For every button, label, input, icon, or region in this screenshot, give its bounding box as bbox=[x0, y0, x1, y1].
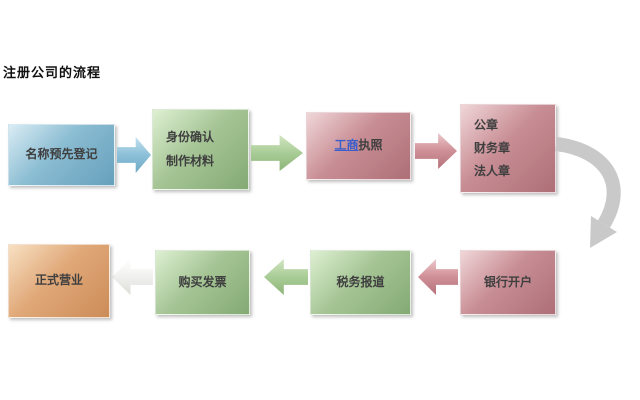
arrow-left-icon bbox=[418, 259, 458, 295]
node-label: 购买发票 bbox=[178, 274, 227, 289]
arrow-right-icon bbox=[415, 133, 457, 169]
node-official-opening: 正式营业 bbox=[8, 244, 110, 318]
node-business-license: 工商执照 bbox=[306, 112, 411, 180]
node-label: 公章 bbox=[474, 117, 499, 132]
node-purchase-invoices: 购买发票 bbox=[155, 250, 250, 315]
arrow-left-icon bbox=[112, 259, 153, 295]
node-label: 税务报道 bbox=[336, 274, 385, 289]
node-bank-account: 银行开户 bbox=[460, 250, 556, 315]
node-label: 正式营业 bbox=[34, 273, 83, 288]
node-label: 财务章 bbox=[474, 140, 511, 155]
arrow-right-icon bbox=[251, 135, 303, 171]
node-tax-registration: 税务报道 bbox=[310, 250, 411, 315]
arrow-right-icon bbox=[117, 137, 151, 173]
node-label: 法人章 bbox=[474, 164, 511, 179]
node-label: 制作材料 bbox=[166, 153, 215, 168]
node-name-preregistration: 名称预先登记 bbox=[8, 124, 115, 186]
node-label: 执照 bbox=[358, 138, 383, 153]
node-label: 名称预先登记 bbox=[25, 147, 98, 162]
node-identity-materials: 身份确认 制作材料 bbox=[152, 109, 249, 190]
curved-connector-arrow-icon bbox=[554, 137, 621, 248]
node-label: 身份确认 bbox=[166, 130, 215, 145]
page-title: 注册公司的流程 bbox=[3, 66, 102, 81]
arrow-left-icon bbox=[264, 259, 308, 295]
node-label: 银行开户 bbox=[483, 274, 532, 289]
node-seals: 公章 财务章 法人章 bbox=[460, 104, 556, 193]
business-license-link[interactable]: 工商 bbox=[334, 138, 359, 153]
